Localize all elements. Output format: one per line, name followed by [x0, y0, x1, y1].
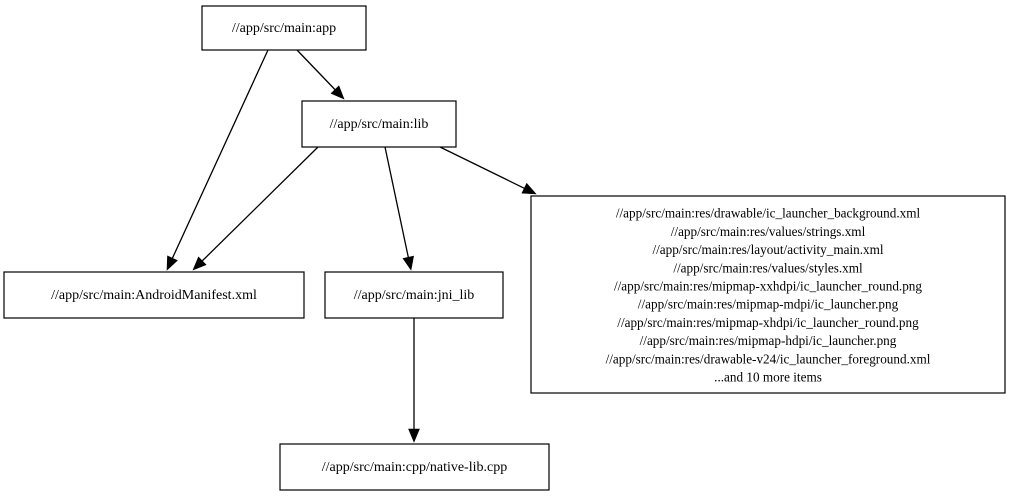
nodes-layer: //app/src/main:app //app/src/main:lib //… [3, 5, 1006, 491]
node-jni-lib-box[interactable] [324, 271, 504, 319]
node-android-manifest-box[interactable] [3, 271, 305, 319]
arrowhead-icon [408, 428, 420, 443]
node-android-manifest-label: //app/src/main:AndroidManifest.xml [51, 288, 257, 303]
edge-lib-to-manifest [192, 146, 319, 271]
edge-shaft [439, 146, 525, 189]
arrowhead-icon [402, 255, 414, 271]
node-resources-line: //app/src/main:res/mipmap-mdpi/ic_launch… [638, 297, 899, 312]
node-jni-lib[interactable]: //app/src/main:jni_lib [324, 271, 504, 319]
node-lib-label: //app/src/main:lib [330, 117, 429, 132]
edge-shaft [296, 49, 336, 91]
edge-lib-to-jni-lib [384, 146, 414, 271]
edges-layer [166, 49, 537, 443]
node-app[interactable]: //app/src/main:app [201, 5, 367, 51]
edge-jni-lib-to-native-lib [408, 318, 420, 443]
node-app-label: //app/src/main:app [232, 21, 336, 36]
node-resources-line: //app/src/main:res/drawable/ic_launcher_… [616, 206, 921, 221]
edge-lib-to-resources [439, 146, 537, 195]
arrowhead-icon [521, 182, 537, 195]
node-native-lib-cpp-box[interactable] [279, 443, 550, 491]
node-native-lib-cpp-label: //app/src/main:cpp/native-lib.cpp [322, 460, 507, 475]
node-resources-label: //app/src/main:res/drawable/ic_launcher_… [606, 206, 931, 385]
node-native-lib-cpp[interactable]: //app/src/main:cpp/native-lib.cpp [279, 443, 550, 491]
node-resources-line: //app/src/main:res/layout/activity_main.… [652, 242, 883, 257]
node-app-box[interactable] [201, 5, 367, 51]
edge-app-to-lib [296, 49, 345, 100]
arrowhead-icon [192, 256, 207, 271]
node-resources-line: //app/src/main:res/drawable-v24/ic_launc… [606, 351, 931, 366]
edge-shaft [201, 146, 319, 262]
node-jni-lib-label: //app/src/main:jni_lib [354, 288, 475, 303]
node-resources-line: //app/src/main:res/mipmap-hdpi/ic_launch… [640, 333, 897, 348]
node-lib[interactable]: //app/src/main:lib [301, 100, 457, 148]
node-resources-line: ...and 10 more items [714, 369, 822, 384]
node-resources-line: //app/src/main:res/mipmap-xxhdpi/ic_laun… [614, 278, 922, 293]
node-resources-line: //app/src/main:res/mipmap-xhdpi/ic_launc… [617, 315, 919, 330]
node-lib-box[interactable] [301, 100, 457, 148]
edge-shaft [384, 146, 409, 258]
edge-app-to-manifest [166, 49, 269, 271]
node-resources-line: //app/src/main:res/values/styles.xml [673, 260, 863, 275]
edge-shaft [171, 49, 269, 259]
node-android-manifest[interactable]: //app/src/main:AndroidManifest.xml [3, 271, 305, 319]
node-resources[interactable]: //app/src/main:res/drawable/ic_launcher_… [530, 195, 1006, 394]
node-resources-line: //app/src/main:res/values/strings.xml [671, 224, 866, 239]
arrowhead-icon [166, 255, 178, 271]
node-resources-box[interactable] [530, 195, 1006, 394]
arrowhead-icon [330, 85, 345, 100]
